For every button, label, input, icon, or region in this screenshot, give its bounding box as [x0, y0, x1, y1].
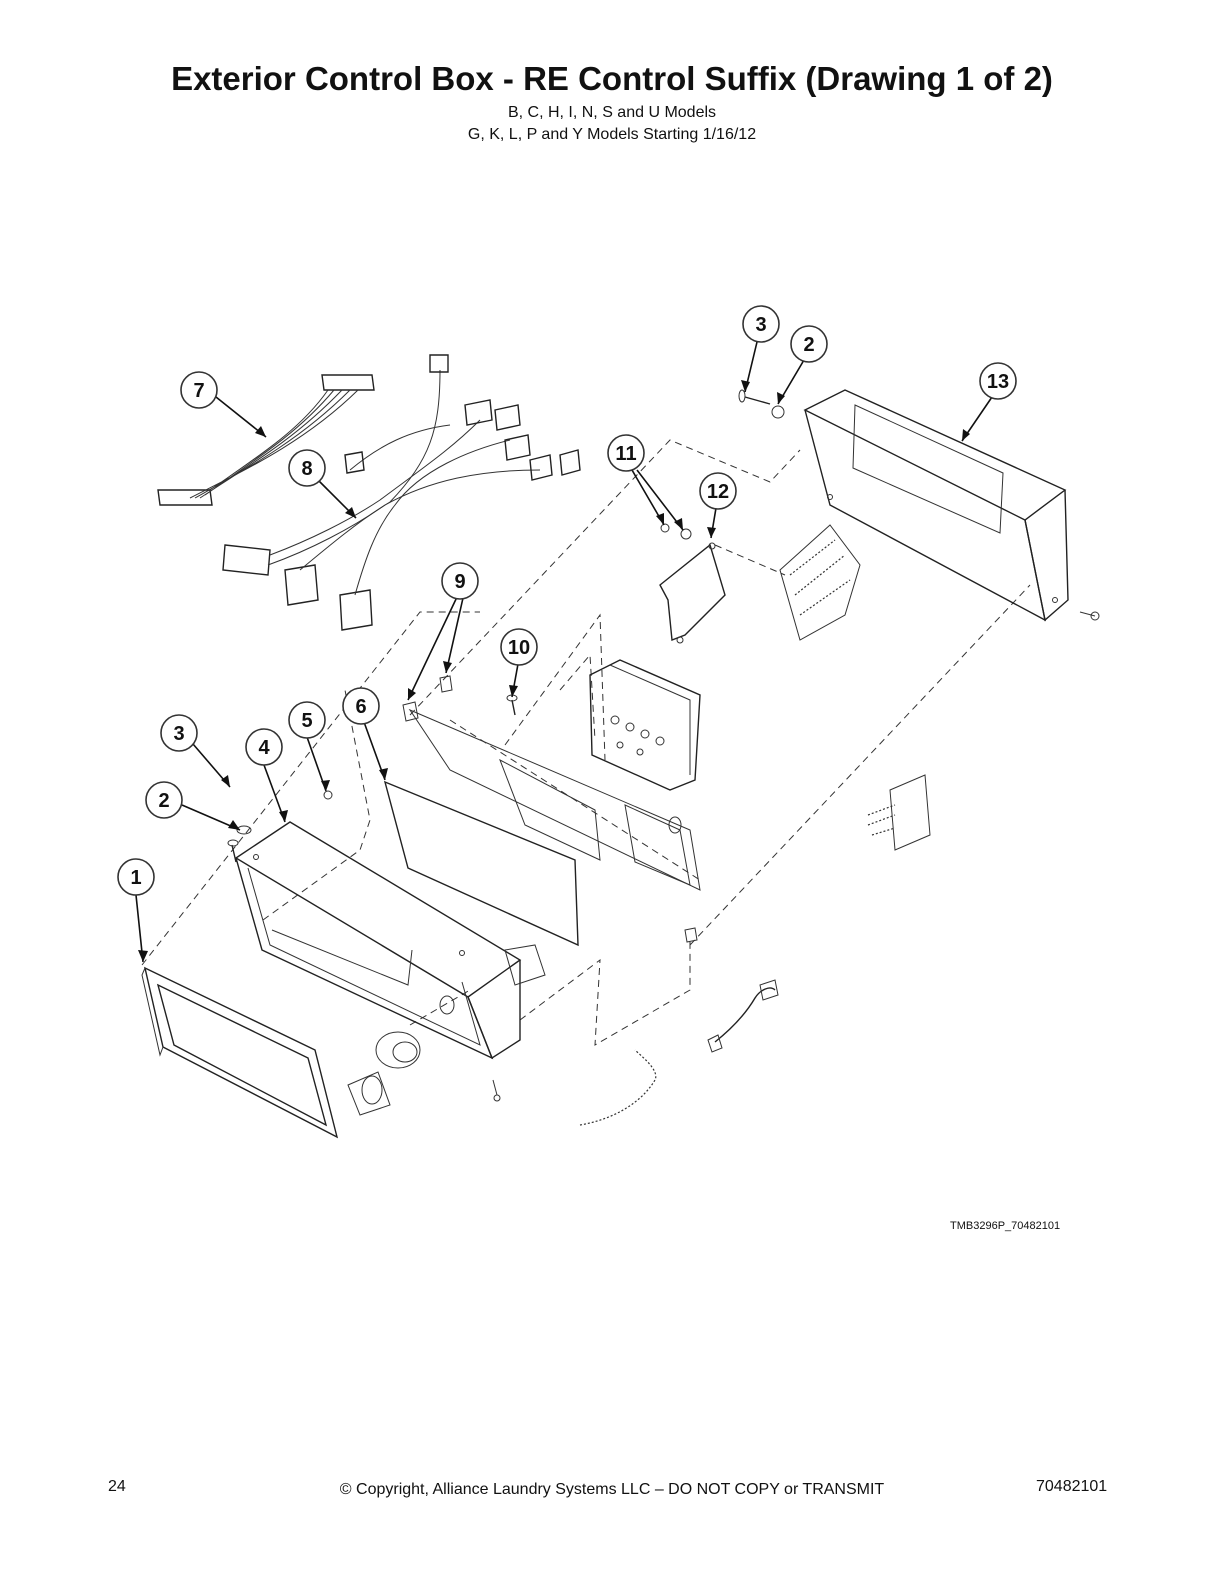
part-loose-wires [579, 979, 779, 1126]
callout-11: 11 [607, 434, 645, 472]
callout-9: 9 [441, 562, 479, 600]
subtitle-models-line2: G, K, L, P and Y Models Starting 1/16/12 [467, 126, 757, 143]
document-number: 70482101 [1036, 1478, 1108, 1495]
copyright-notice: © Copyright, Alliance Laundry Systems LL… [339, 1481, 885, 1498]
callout-10-label: 10 [508, 637, 530, 659]
callout-4-label: 4 [258, 737, 270, 759]
callout-9-label: 9 [454, 571, 465, 593]
part-mounting-bracket [408, 708, 701, 891]
part-wire-harness-8 [222, 354, 581, 631]
callout-2-right: 2 [790, 325, 828, 363]
callout-5-label: 5 [301, 710, 312, 732]
part-panel-plate [383, 780, 579, 947]
callout-11-label: 11 [615, 443, 636, 465]
callout-12-label: 12 [707, 481, 729, 503]
page-title: Exterior Control Box - RE Control Suffix… [171, 60, 1053, 97]
callout-7-label: 7 [193, 380, 204, 402]
drawing-id: TMB3296P_70482101 [950, 1220, 1061, 1232]
part-circuit-board [779, 524, 861, 641]
callout-6-label: 6 [355, 696, 366, 718]
part-hardware-fasteners [227, 389, 1100, 1102]
callout-arrowheads [138, 380, 970, 962]
callout-3-right: 3 [742, 305, 780, 343]
part-selector-knob [347, 944, 546, 1116]
part-board-bracket [659, 542, 726, 644]
callout-12: 12 [699, 472, 737, 510]
callout-13-label: 13 [987, 371, 1009, 393]
part-bezel-frame [141, 966, 339, 1139]
callout-4: 4 [245, 728, 283, 766]
part-control-module [589, 659, 701, 791]
page-number: 24 [108, 1478, 126, 1495]
callout-7: 7 [180, 371, 218, 409]
callout-3-left: 3 [160, 714, 198, 752]
part-terminal-block [867, 774, 931, 851]
callout-10: 10 [500, 628, 538, 666]
callout-1-label: 1 [130, 867, 141, 889]
callout-3-right-label: 3 [755, 314, 766, 336]
callout-2-left-label: 2 [158, 790, 169, 812]
subtitle-models-line1: B, C, H, I, N, S and U Models [507, 104, 717, 121]
callout-3-left-label: 3 [173, 723, 184, 745]
part-wire-harness-7 [157, 374, 375, 506]
part-back-panel [803, 389, 1069, 622]
callout-13: 13 [979, 362, 1017, 400]
callout-8-label: 8 [301, 458, 312, 480]
callout-8: 8 [288, 449, 326, 487]
callout-1: 1 [117, 858, 155, 896]
callout-2-right-label: 2 [803, 334, 814, 356]
part-control-box-housing [234, 821, 522, 1060]
callout-5: 5 [288, 701, 326, 739]
callout-6: 6 [342, 687, 380, 725]
callout-2-left: 2 [145, 781, 183, 819]
